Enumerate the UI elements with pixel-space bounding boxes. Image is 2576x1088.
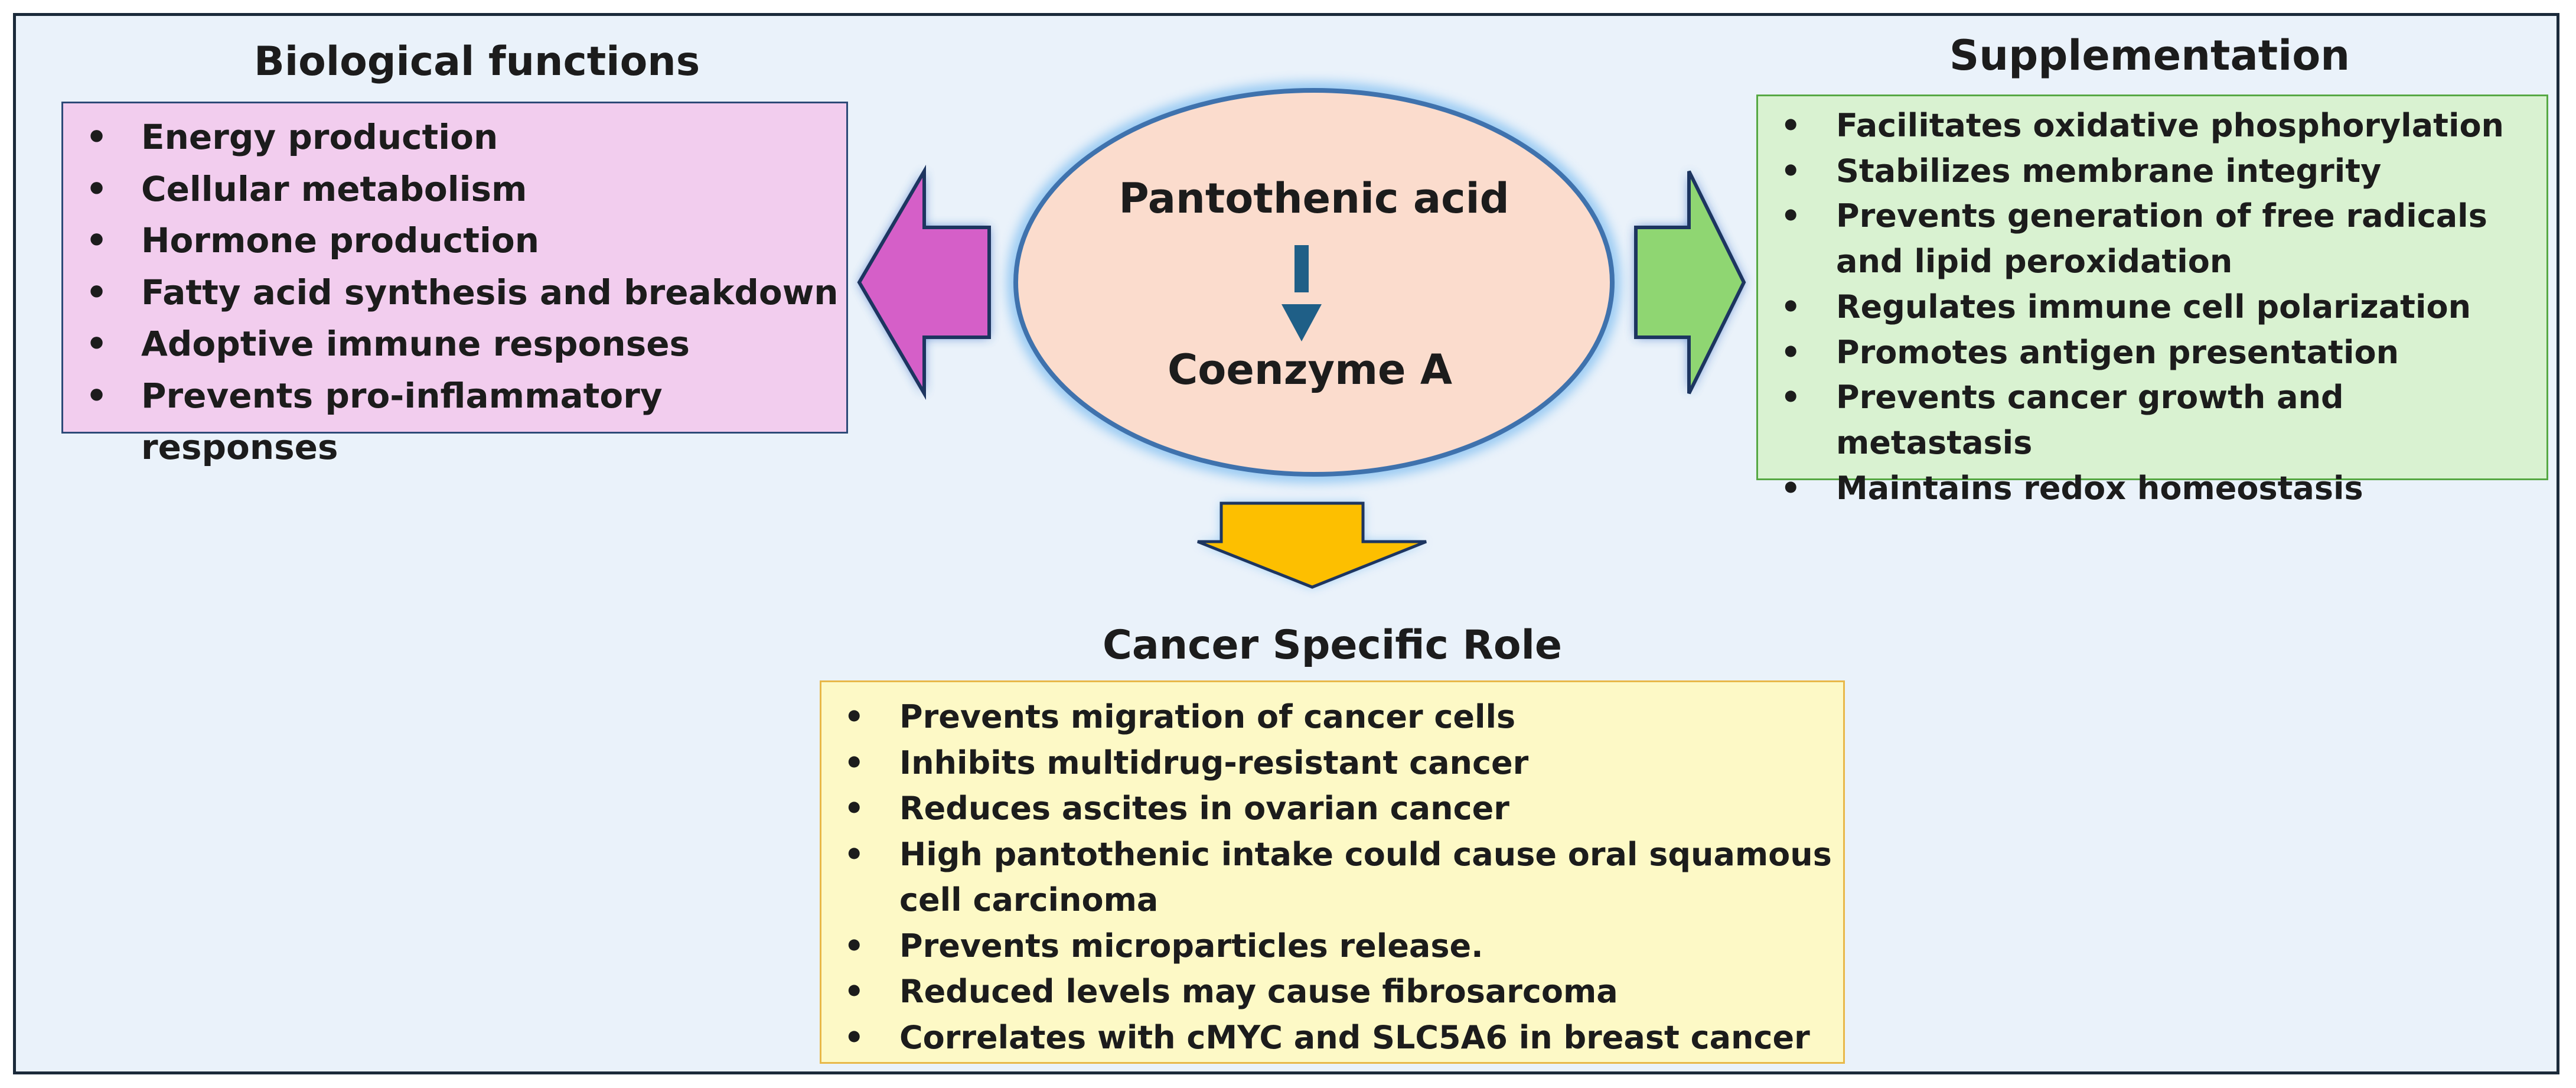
list-item: Stabilizes membrane integrity bbox=[1758, 149, 2546, 194]
list-item: Reduced levels may cause fibrosarcoma bbox=[821, 969, 1843, 1015]
right-arrow-icon bbox=[1634, 170, 1746, 395]
supplementation-list: Facilitates oxidative phosphorylation St… bbox=[1758, 103, 2546, 511]
list-item: Hormone production bbox=[63, 215, 846, 267]
coenzyme-a-label: Coenzyme A bbox=[1168, 346, 1452, 394]
list-item: Adoptive immune responses bbox=[63, 318, 846, 370]
list-item: Maintains redox homeostasis bbox=[1758, 466, 2546, 512]
list-item: Cellular metabolism bbox=[63, 164, 846, 216]
list-item: Energy production bbox=[63, 112, 846, 164]
list-item: Prevents cancer growth and metastasis bbox=[1758, 375, 2546, 465]
conversion-arrow-icon bbox=[1282, 245, 1322, 341]
left-arrow-icon bbox=[857, 164, 991, 400]
down-arrow-icon bbox=[1197, 501, 1427, 589]
list-item: Inhibits multidrug-resistant cancer bbox=[821, 740, 1843, 786]
supplementation-title: Supplementation bbox=[1949, 31, 2350, 80]
biological-functions-title: Biological functions bbox=[254, 38, 700, 85]
pantothenic-acid-label: Pantothenic acid bbox=[1119, 174, 1509, 223]
list-item: Facilitates oxidative phosphorylation bbox=[1758, 103, 2546, 149]
list-item: Prevents generation of free radicals and… bbox=[1758, 194, 2546, 284]
biological-functions-box: Energy production Cellular metabolism Ho… bbox=[61, 102, 848, 467]
list-item: Prevents pro-inflammatory responses bbox=[63, 370, 846, 474]
list-item: High pantothenic intake could cause oral… bbox=[821, 832, 1843, 923]
cancer-specific-role-title: Cancer Specific Role bbox=[1102, 622, 1563, 669]
list-item: Fatty acid synthesis and breakdown bbox=[63, 267, 846, 319]
biological-functions-list: Energy production Cellular metabolism Ho… bbox=[63, 112, 846, 474]
list-item: Prevents microparticles release. bbox=[821, 923, 1843, 969]
list-item: Promotes antigen presentation bbox=[1758, 330, 2546, 376]
cancer-specific-role-box: Prevents migration of cancer cells Inhib… bbox=[820, 680, 1845, 1064]
cancer-specific-role-list: Prevents migration of cancer cells Inhib… bbox=[821, 694, 1843, 1060]
list-item: Prevents migration of cancer cells bbox=[821, 694, 1843, 740]
list-item: Regulates immune cell polarization bbox=[1758, 285, 2546, 330]
central-ellipse bbox=[1013, 88, 1615, 477]
list-item: Reduces ascites in ovarian cancer bbox=[821, 786, 1843, 832]
list-item: Correlates with cMYC and SLC5A6 in breas… bbox=[821, 1015, 1843, 1061]
supplementation-box: Facilitates oxidative phosphorylation St… bbox=[1756, 95, 2548, 511]
